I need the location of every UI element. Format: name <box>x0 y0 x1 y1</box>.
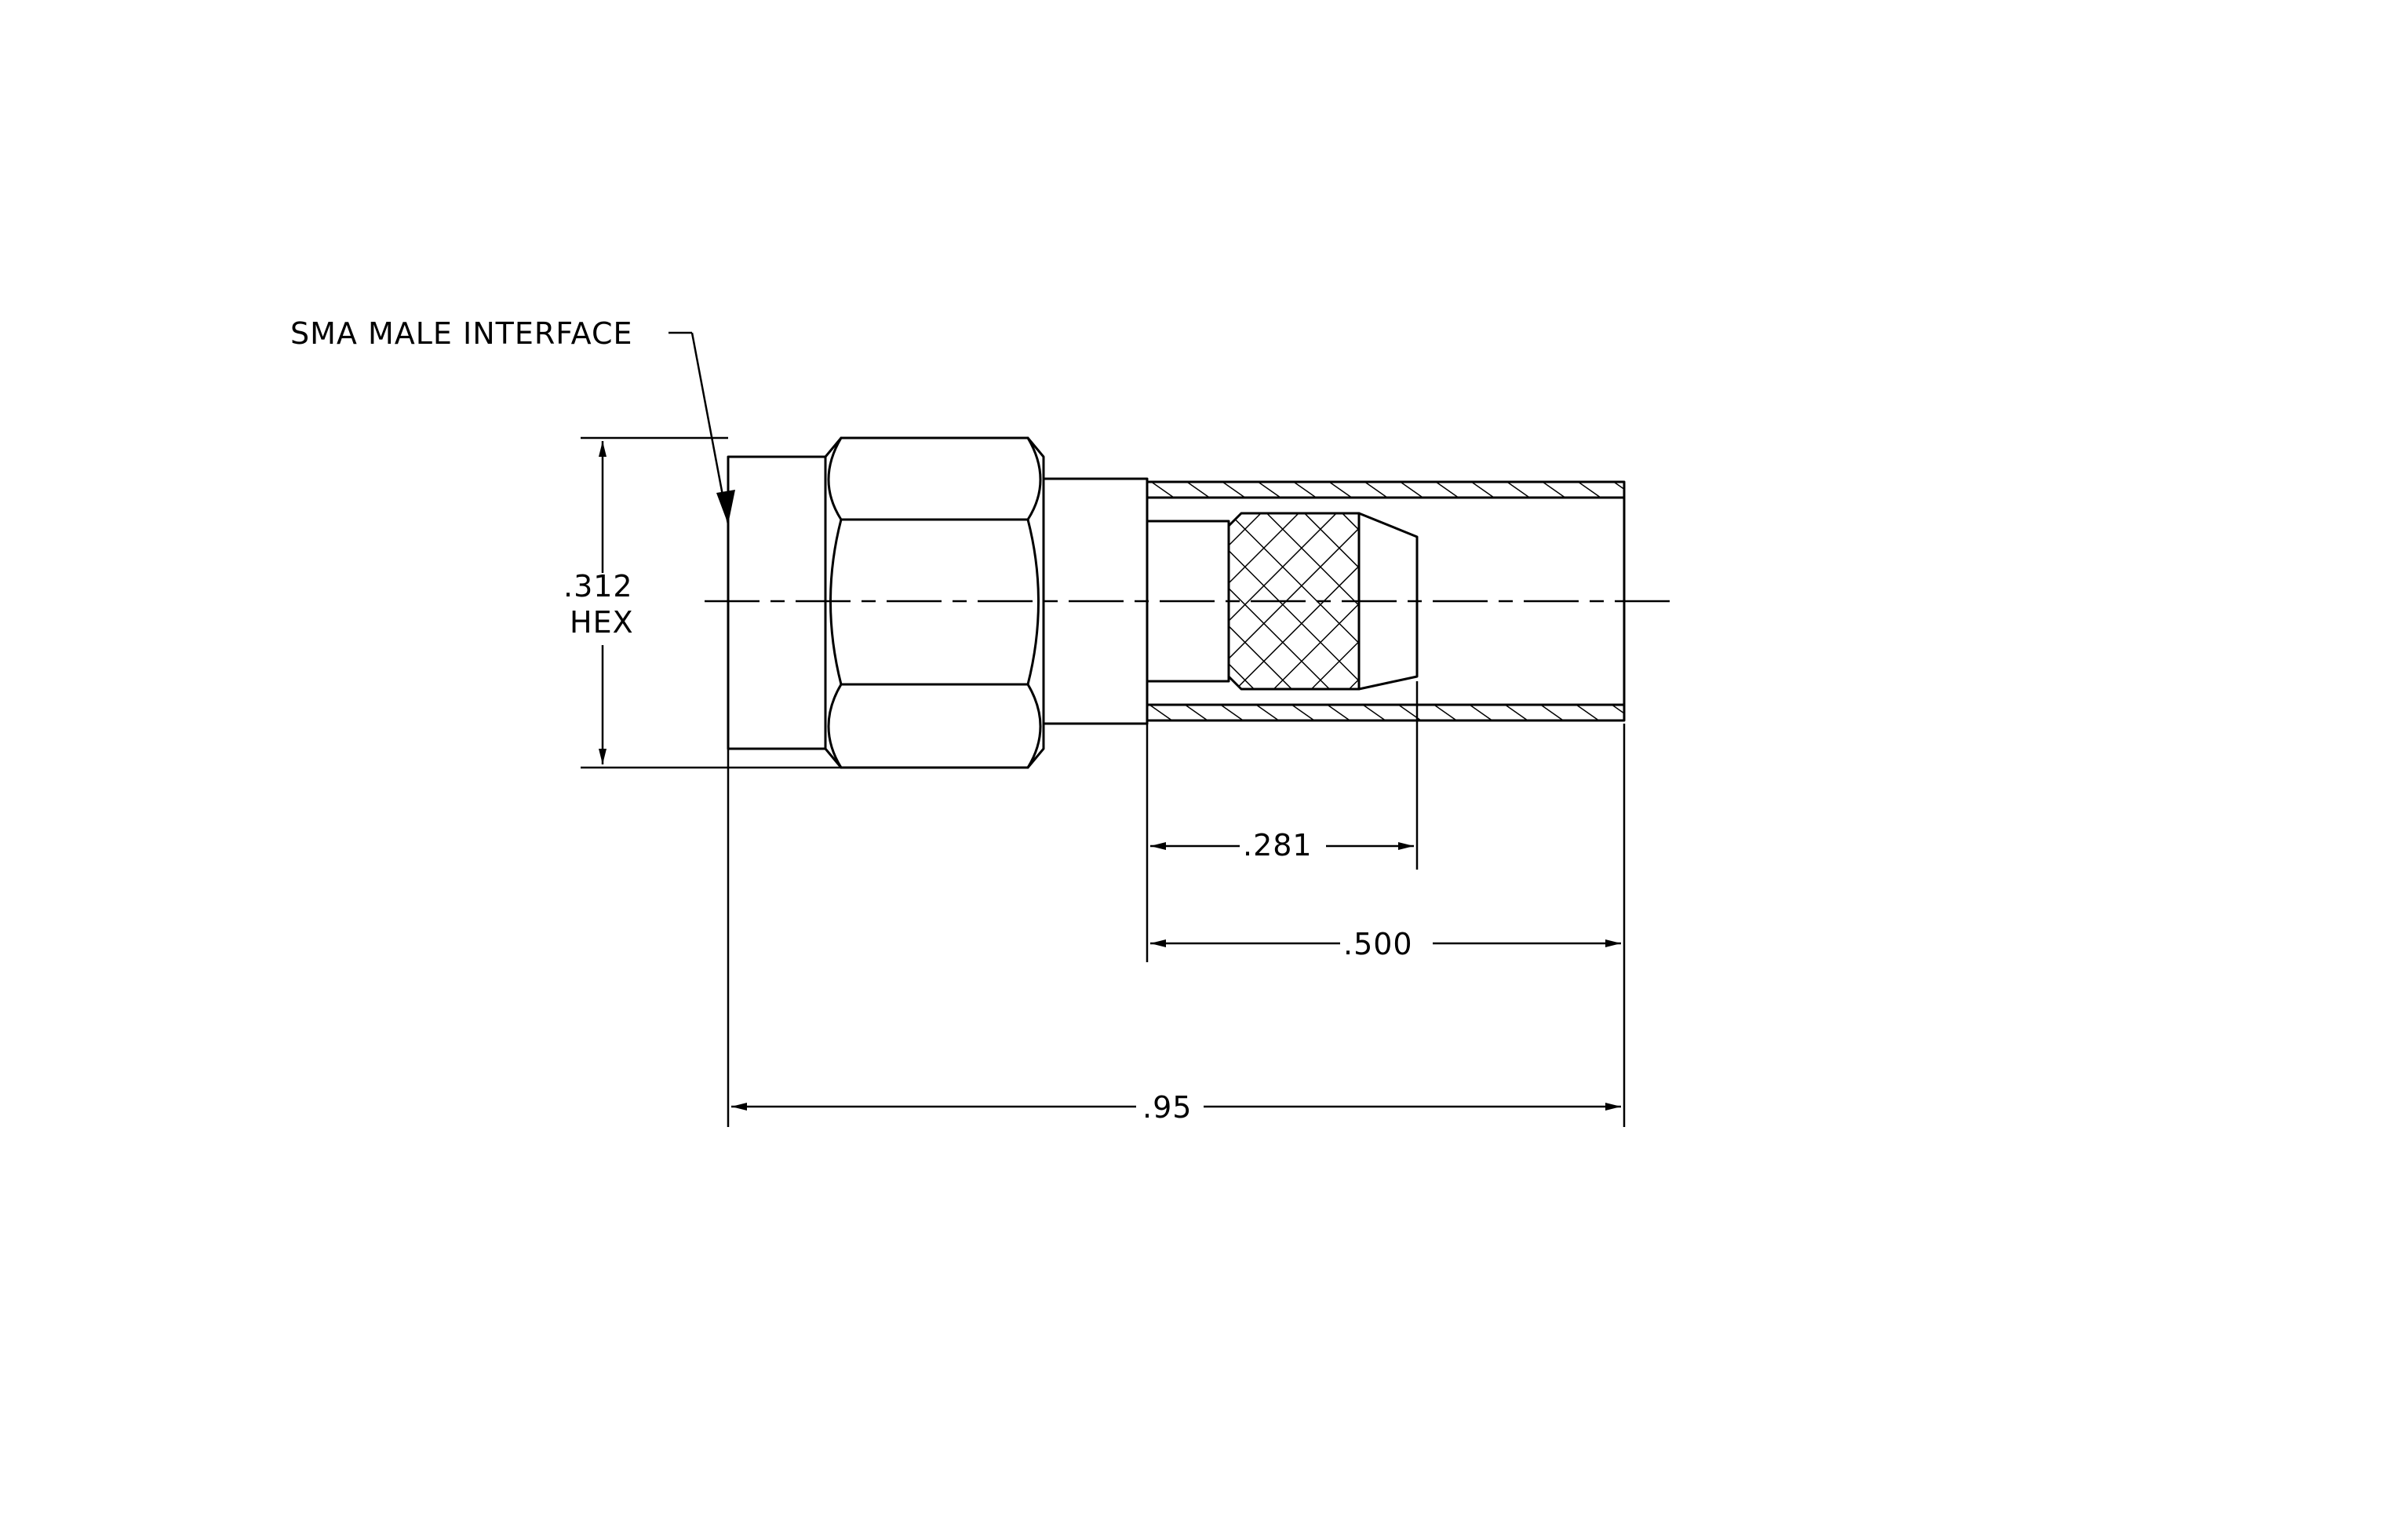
interface-label: SMA MALE INTERFACE <box>290 316 633 351</box>
hex-dimension-label: HEX <box>570 605 634 640</box>
overall-length-dimension: .95 <box>731 1090 1621 1125</box>
ferrule-length-dimension: .500 <box>1150 927 1621 961</box>
ferrule-length-value: .500 <box>1343 927 1413 961</box>
crimp-length-value: .281 <box>1243 828 1313 863</box>
interface-callout: SMA MALE INTERFACE <box>290 316 735 525</box>
crimp-length-dimension: .281 <box>1150 828 1414 863</box>
callout-arrowhead <box>716 490 735 524</box>
hex-dimension: .312 HEX <box>563 436 841 769</box>
overall-length-value: .95 <box>1142 1090 1192 1125</box>
hex-dimension-value: .312 <box>563 569 633 604</box>
coupling-nut <box>727 436 1149 769</box>
knurled-body <box>1146 512 1419 691</box>
crimp-ferrule <box>1146 480 1626 722</box>
